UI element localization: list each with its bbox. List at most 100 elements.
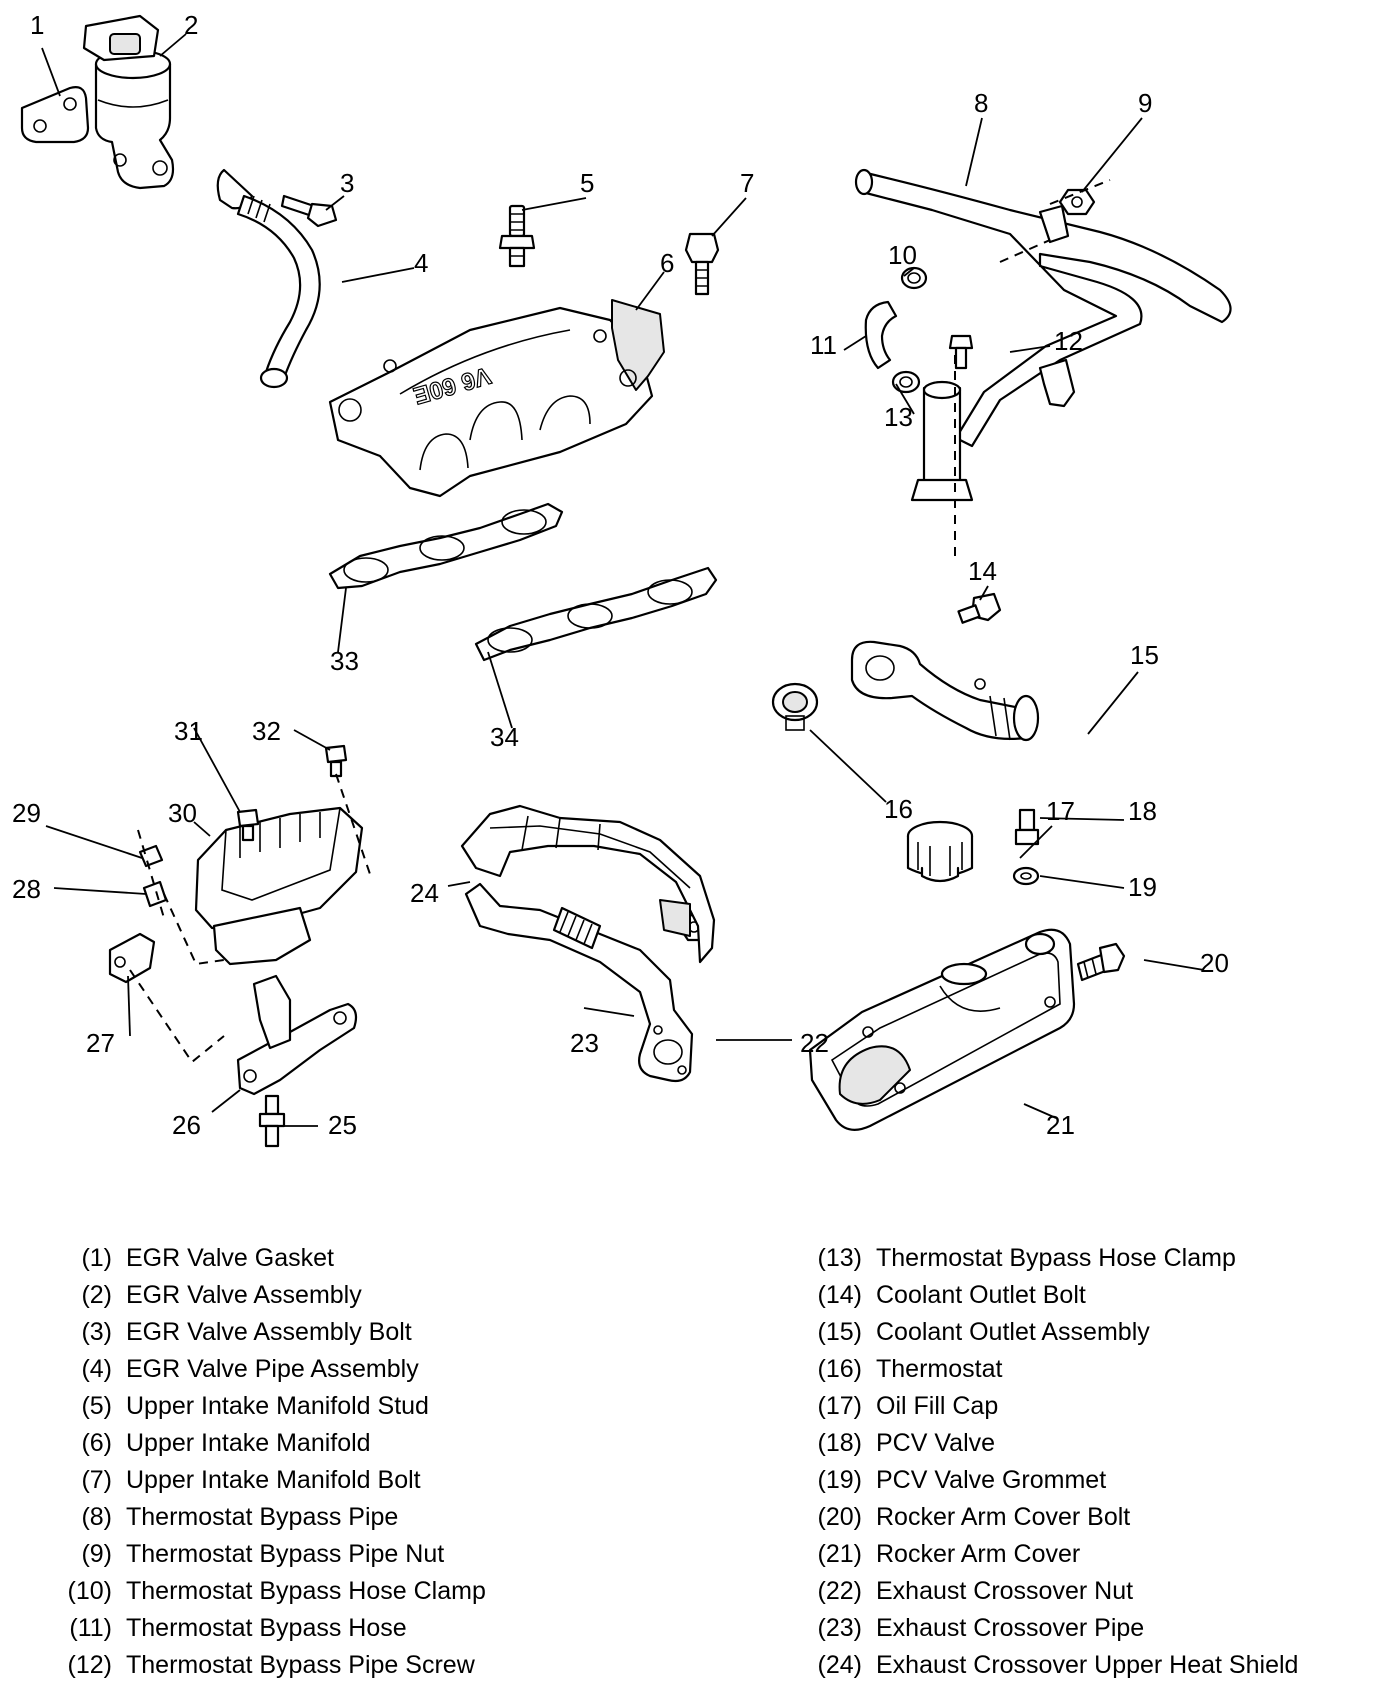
- callout-22: 22: [800, 1028, 829, 1058]
- lower-bracket-26-part: [236, 974, 358, 1096]
- callout-23: 23: [570, 1028, 599, 1058]
- legend-item: (22)Exhaust Crossover Nut: [790, 1573, 1370, 1610]
- intake-manifold-gasket-33-part: [328, 502, 564, 590]
- exhaust-crossover-upper-heat-shield-part: [460, 804, 716, 964]
- legend-item-label: Exhaust Crossover Upper Heat Shield: [876, 1651, 1299, 1679]
- legend-item-label: Thermostat Bypass Pipe Screw: [126, 1651, 475, 1679]
- callout-33: 33: [330, 646, 359, 676]
- legend-item-number: (16): [817, 1355, 862, 1383]
- legend-item: (1) EGR Valve Gasket: [40, 1240, 700, 1277]
- legend-item-number: (21): [817, 1540, 862, 1568]
- callout-13: 13: [884, 402, 913, 432]
- legend-item: (19)PCV Valve Grommet: [790, 1462, 1370, 1499]
- thermostat-bypass-pipe-nut-part: [1058, 188, 1096, 216]
- callout-10: 10: [888, 240, 917, 270]
- callout-6: 6: [660, 248, 674, 278]
- heat-shield-bolt-32-part: [324, 744, 348, 778]
- legend-item: (3)EGR Valve Assembly Bolt: [40, 1314, 700, 1351]
- coolant-outlet-assembly-part: [850, 640, 1040, 742]
- egr-valve-assembly-part: [82, 14, 175, 190]
- legend-item-label: Thermostat: [876, 1355, 1003, 1383]
- callout-30: 30: [168, 798, 197, 828]
- callout-25: 25: [328, 1110, 357, 1140]
- legend-item-number: (7): [81, 1466, 112, 1494]
- legend-item: (2)EGR Valve Assembly: [40, 1277, 700, 1314]
- legend-item: (10)Thermostat Bypass Hose Clamp: [40, 1573, 700, 1610]
- callout-32: 32: [252, 716, 281, 746]
- legend-column-right: (13) Thermostat Bypass Hose Clamp (14)Coo…: [790, 1240, 1370, 1684]
- callout-27: 27: [86, 1028, 115, 1058]
- callout-numbers: 1 2 3 4 5 6 7 8 9 10 11 12 13 14 15 16 1…: [12, 10, 1229, 1140]
- legend-item-number: (22): [817, 1577, 862, 1605]
- legend-item-label: EGR Valve Gasket: [126, 1244, 334, 1272]
- callout-17: 17: [1046, 796, 1075, 826]
- exploded-parts-diagram: V6 60E: [12, 10, 1232, 1148]
- legend-item-label: Upper Intake Manifold Bolt: [126, 1466, 421, 1494]
- legend-item-label: Thermostat Bypass Hose: [126, 1614, 407, 1642]
- legend-item: (20)Rocker Arm Cover Bolt: [790, 1499, 1370, 1536]
- legend-item-label: EGR Valve Pipe Assembly: [126, 1355, 419, 1383]
- legend-item: (14)Coolant Outlet Bolt: [790, 1277, 1370, 1314]
- legend-item-number: (15): [817, 1318, 862, 1346]
- egr-valve-assembly-bolt-part: [280, 194, 338, 228]
- heat-shield-bolt-31-part: [236, 808, 260, 842]
- legend-item-label: Coolant Outlet Bolt: [876, 1281, 1086, 1309]
- legend-item-label: PCV Valve: [876, 1429, 996, 1457]
- callout-19: 19: [1128, 872, 1157, 902]
- legend-item: (4) EGR Valve Pipe Assembly: [40, 1351, 700, 1388]
- callout-20: 20: [1200, 948, 1229, 978]
- callout-5: 5: [580, 168, 594, 198]
- callout-8: 8: [974, 88, 988, 118]
- pcv-valve-grommet-part: [1012, 866, 1040, 886]
- intake-manifold-gasket-34-part: [474, 566, 718, 662]
- heat-shield-housing-30-part: [194, 806, 364, 966]
- clip-29-part: [138, 844, 164, 868]
- rocker-arm-cover-part: [808, 928, 1076, 1131]
- callout-16: 16: [884, 794, 913, 824]
- legend-item: (7) Upper Intake Manifold Bolt: [40, 1462, 700, 1499]
- legend-item-label: EGR Valve Assembly: [126, 1281, 362, 1309]
- leader-lines: [41, 33, 1205, 1127]
- legend-column-left: (1) EGR Valve Gasket (2)EGR Valve Assembl…: [40, 1240, 700, 1684]
- callout-15: 15: [1130, 640, 1159, 670]
- legend-item-label: Exhaust Crossover Pipe: [876, 1614, 1145, 1642]
- alignment-lines: [129, 179, 1111, 1064]
- coolant-outlet-bolt-part: [957, 592, 1002, 624]
- legend-item: (23)Exhaust Crossover Pipe: [790, 1610, 1370, 1647]
- callout-1: 1: [30, 10, 44, 40]
- legend-item-number: (13): [817, 1244, 862, 1272]
- callout-28: 28: [12, 874, 41, 904]
- legend-item-number: (4): [81, 1355, 112, 1383]
- legend-item-number: (12): [67, 1651, 112, 1679]
- legend-item-number: (20): [817, 1503, 862, 1531]
- legend-item: (5)Upper Intake Manifold Stud: [40, 1388, 700, 1425]
- legend-item-label: Thermostat Bypass Hose Clamp: [876, 1244, 1236, 1272]
- parts-legend: (1) EGR Valve Gasket (2)EGR Valve Assembl…: [0, 1240, 1376, 1680]
- legend-item: (15)Coolant Outlet Assembly: [790, 1314, 1370, 1351]
- legend-item-number: (17): [817, 1392, 862, 1420]
- upper-intake-manifold-part: V6 60E: [328, 299, 665, 498]
- callout-7: 7: [740, 168, 754, 198]
- legend-item-number: (6): [81, 1429, 112, 1457]
- heat-shield-stud-25-part: [258, 1094, 286, 1148]
- legend-item-number: (19): [817, 1466, 862, 1494]
- legend-item: (12) Thermostat Bypass Pipe Screw: [40, 1647, 700, 1684]
- legend-item-number: (1): [81, 1244, 112, 1272]
- callout-3: 3: [340, 168, 354, 198]
- egr-valve-pipe-assembly-part: [216, 168, 321, 389]
- thermostat-bypass-hose-part: [864, 300, 898, 370]
- thermostat-bypass-pipe-screw-part: [948, 334, 974, 370]
- legend-item-label: Thermostat Bypass Pipe Nut: [126, 1540, 445, 1568]
- rocker-arm-cover-bolt-part: [1076, 942, 1126, 982]
- legend-item: (8)Thermostat Bypass Pipe: [40, 1499, 700, 1536]
- thermostat-bypass-pipe-part: [854, 168, 1232, 448]
- bracket-27-part: [108, 932, 156, 984]
- legend-item: (24)Exhaust Crossover Upper Heat Shield: [790, 1647, 1370, 1684]
- callout-31: 31: [174, 716, 203, 746]
- callout-18: 18: [1128, 796, 1157, 826]
- legend-item-number: (10): [67, 1577, 112, 1605]
- legend-item: (6) Upper Intake Manifold: [40, 1425, 700, 1462]
- upper-intake-manifold-stud-part: [498, 204, 536, 268]
- legend-item: (17)Oil Fill Cap: [790, 1388, 1370, 1425]
- legend-item-label: Upper Intake Manifold: [126, 1429, 371, 1457]
